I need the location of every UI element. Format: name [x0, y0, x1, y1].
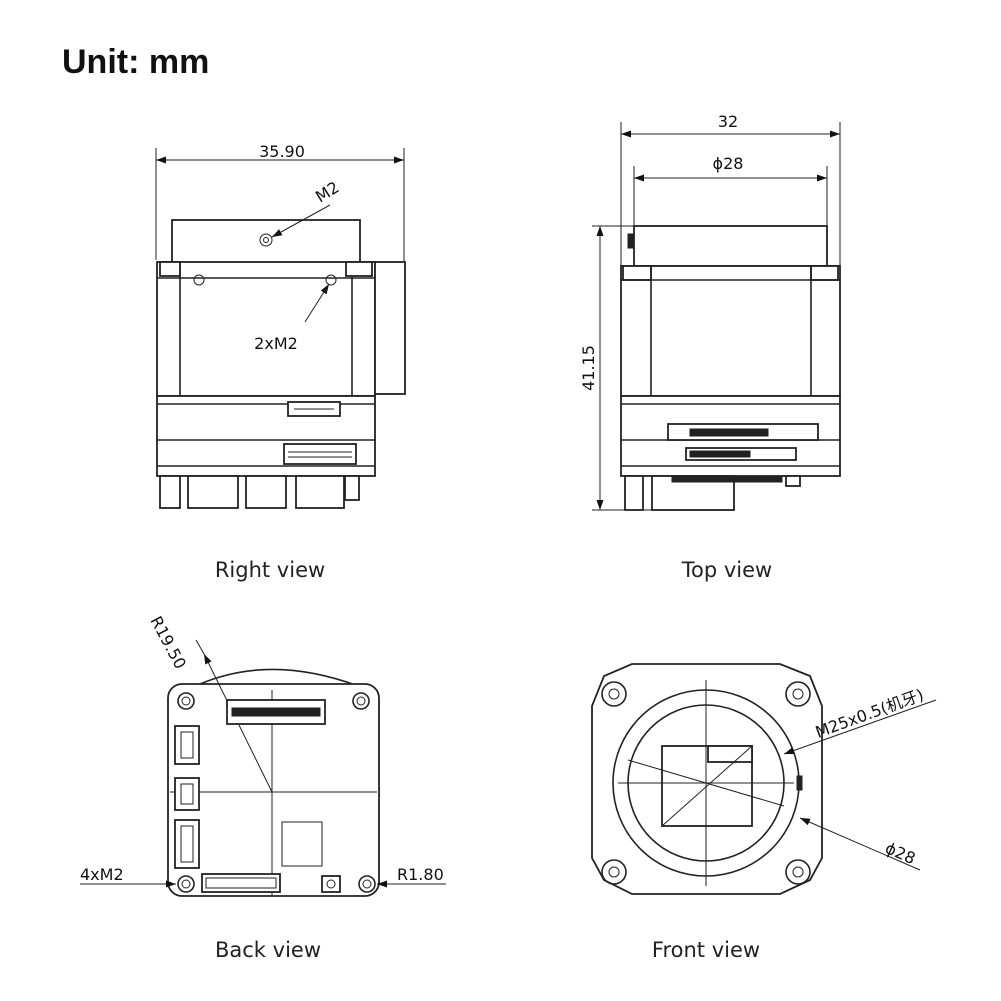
- lens-arc: [199, 668, 359, 687]
- right-top-hole-label: M2: [312, 178, 342, 207]
- lens-block: [633, 225, 828, 267]
- front-diameter-label: ϕ28: [882, 838, 918, 868]
- top-width-dim: 32: [718, 112, 738, 131]
- thread-leader: [783, 699, 937, 755]
- chip: [281, 821, 323, 867]
- right-view: 35.90 M2 2xM2 Righ: [155, 142, 406, 582]
- top-diameter-dim: ϕ28: [713, 154, 744, 173]
- corner-hole-icon: [601, 859, 627, 885]
- mount-hole-icon: [177, 875, 195, 893]
- main-housing: [156, 261, 376, 397]
- side-hole-icon: [193, 274, 205, 286]
- corner-hole-icon: [601, 681, 627, 707]
- corner-hole-icon: [785, 859, 811, 885]
- connector-lower: [283, 443, 357, 465]
- corner-tab-left: [622, 265, 652, 281]
- right-side-holes-label: 2xM2: [254, 334, 298, 353]
- top-view: 32 ϕ28 41.15 Top view: [579, 112, 841, 582]
- right-view-caption: Right view: [215, 558, 325, 582]
- main-housing: [620, 265, 841, 397]
- front-view: M25x0.5(机牙) ϕ28 Front view: [591, 663, 937, 962]
- side-holes-leader: [304, 283, 330, 323]
- back-radius-dim: R19.50: [146, 613, 189, 672]
- back-mount-holes-label: 4xM2: [80, 865, 124, 884]
- small-component: [321, 875, 341, 893]
- bottom-connector: [245, 475, 287, 509]
- back-view: R19.50 4xM2 R1.80 Back view: [80, 613, 446, 962]
- bottom-pin: [624, 475, 644, 511]
- back-corner-radius-label: R1.80: [397, 865, 444, 884]
- m2-leader: [271, 204, 331, 238]
- corner-tab-left: [159, 261, 181, 277]
- side-connector: [174, 819, 200, 869]
- mount-hole-icon: [177, 692, 195, 710]
- mount-hole-icon: [358, 875, 376, 893]
- back-board: [167, 683, 380, 897]
- m2-hole-icon: [259, 233, 273, 247]
- side-hole-icon: [325, 274, 337, 286]
- corner-tab-right: [345, 261, 373, 277]
- lens-mount-block: [171, 219, 361, 269]
- right-width-dim: 35.90: [259, 142, 305, 161]
- corner-hole-icon: [785, 681, 811, 707]
- front-thread-label: M25x0.5(机牙): [813, 685, 926, 742]
- top-view-caption: Top view: [681, 558, 772, 582]
- bottom-pin: [159, 475, 181, 509]
- corner-tab-right: [810, 265, 839, 281]
- unit-label: Unit: mm: [62, 43, 209, 81]
- side-connector: [174, 777, 200, 811]
- top-height-dim: 41.15: [579, 345, 598, 391]
- bottom-pin: [344, 475, 360, 501]
- side-protrusion: [374, 261, 406, 395]
- mount-hole-icon: [352, 692, 370, 710]
- back-view-caption: Back view: [215, 938, 321, 962]
- bottom-connector: [295, 475, 345, 509]
- diameter-leader: [799, 817, 921, 871]
- bottom-connector: [187, 475, 239, 509]
- front-view-caption: Front view: [652, 938, 760, 962]
- bottom-connector: [201, 873, 281, 893]
